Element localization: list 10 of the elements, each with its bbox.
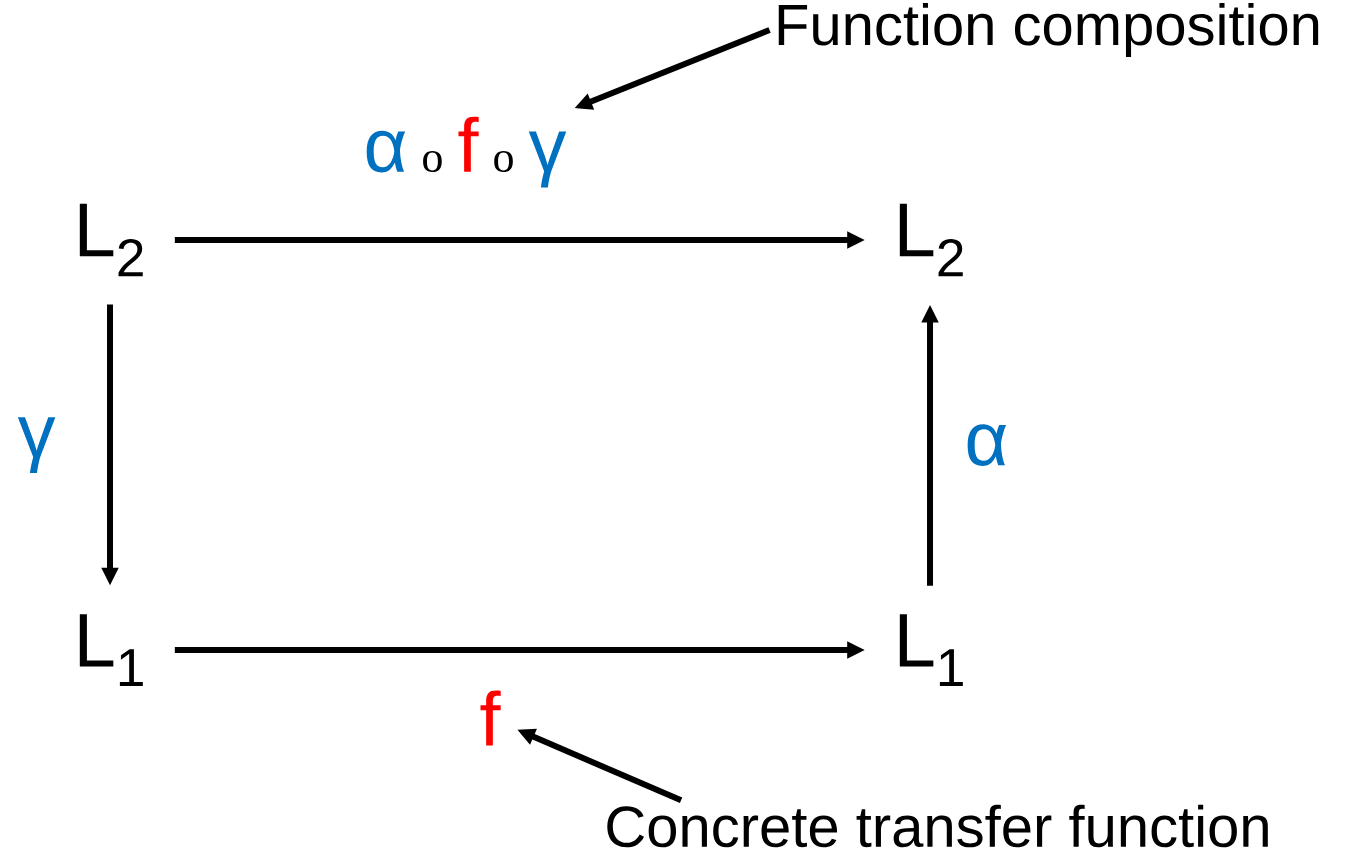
set-label: L$_{1}$: [899, 614, 963, 686]
composition-label: α o f o γ: [366, 116, 567, 188]
edge-label: α: [967, 424, 1007, 466]
set-label: L$_{2}$: [79, 203, 143, 277]
set-label: L$_{1}$: [79, 614, 143, 686]
annotation-text: Concrete transfer function: [607, 804, 1268, 848]
annotation-text: Function composition: [778, 2, 1319, 58]
set-label: L$_{2}$: [899, 203, 963, 277]
function-label: f: [480, 690, 501, 746]
edge-label: γ: [17, 417, 56, 474]
